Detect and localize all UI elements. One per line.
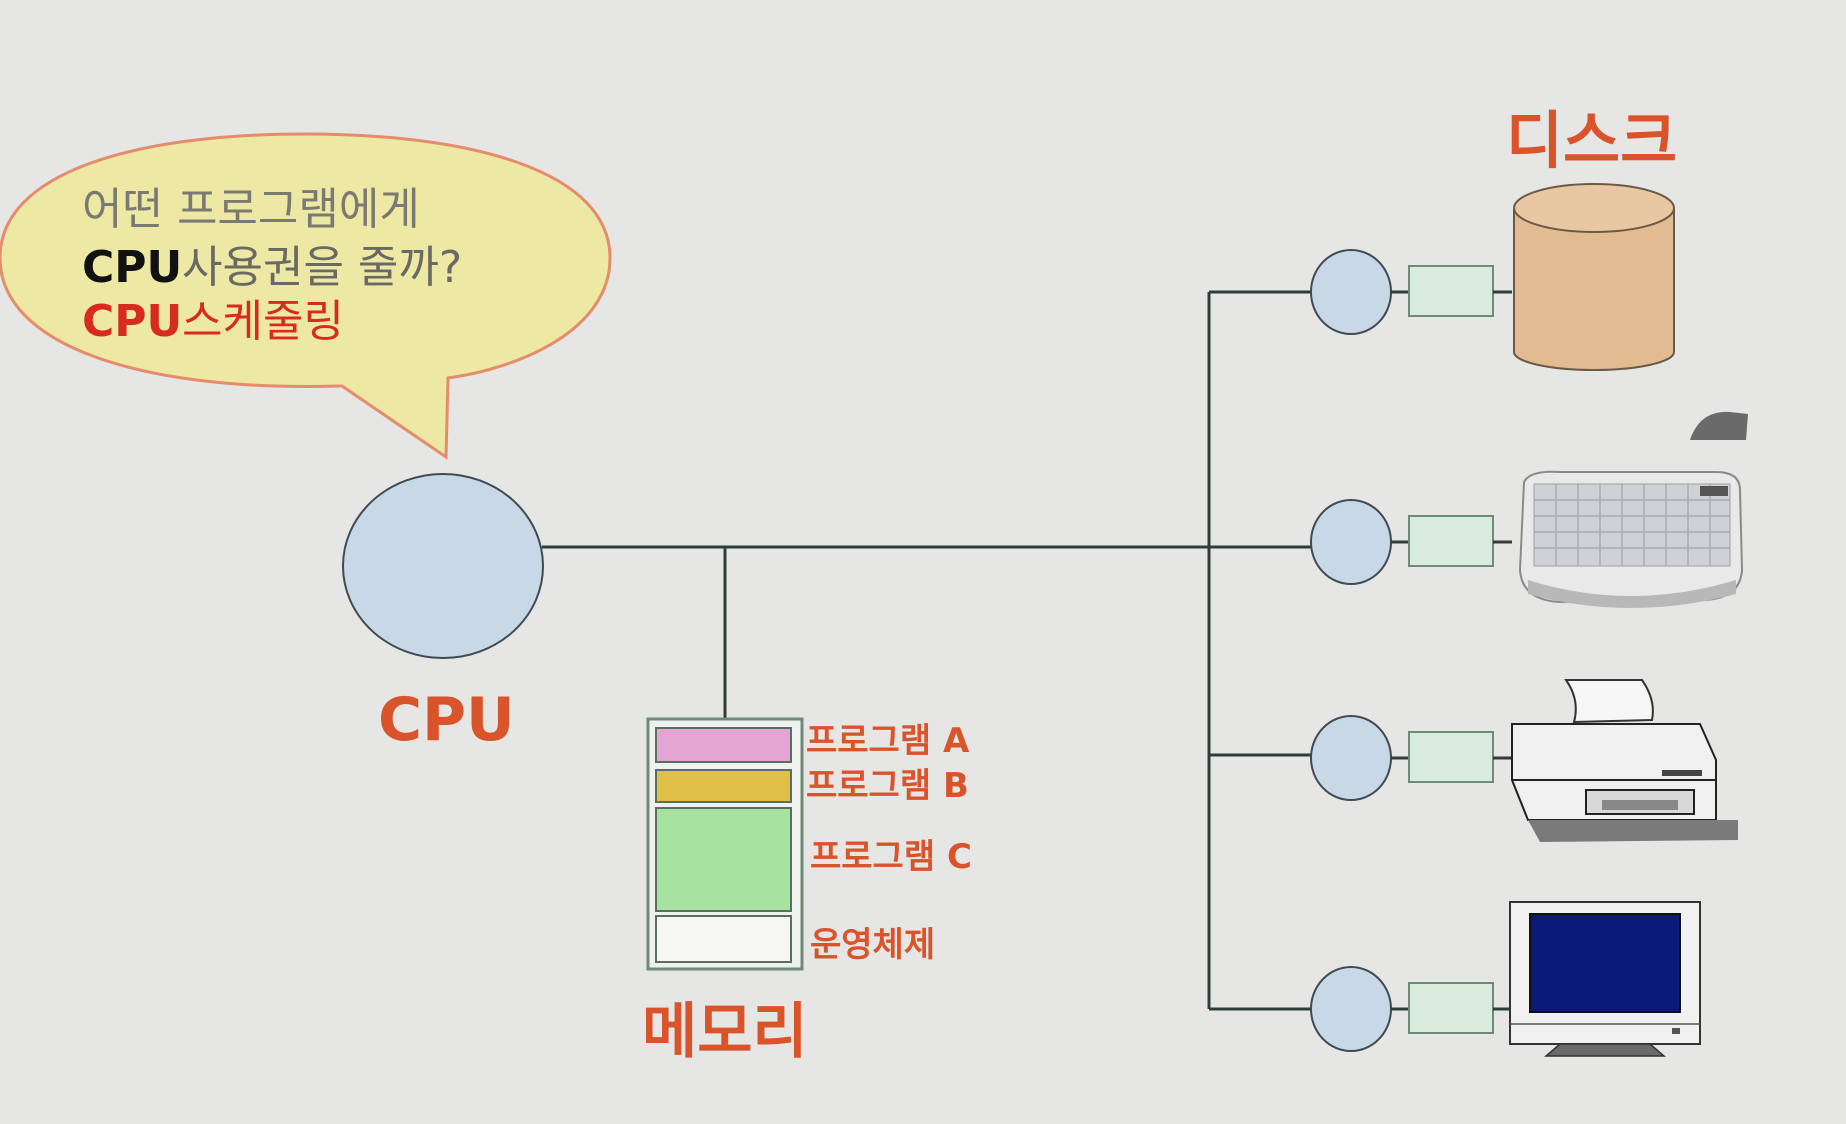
printer-controller <box>1408 731 1494 783</box>
bubble-line-2-cpu: CPU <box>82 242 182 293</box>
memory-label-program-c: 프로그램 C <box>810 837 972 877</box>
device-node-keyboard <box>1310 499 1512 585</box>
memory-label-os: 운영체제 <box>810 925 935 965</box>
memory-segment-os <box>655 915 792 963</box>
keyboard-icon <box>1518 411 1748 608</box>
device-node-printer <box>1310 715 1512 801</box>
memory-title: 메모리 <box>642 997 808 1067</box>
system-bus <box>542 290 1311 1011</box>
speech-bubble: 어떤 프로그램에게 CPU 사용권을 줄까? CPU 스케줄링 <box>0 132 612 460</box>
disk-icon: 디스크 <box>1506 104 1677 371</box>
memory-label-program-b: 프로그램 B <box>806 766 969 806</box>
bubble-line-2-rest: 사용권을 줄까? <box>182 242 462 293</box>
monitor-icon <box>1509 901 1701 1057</box>
memory-segment-program-c <box>655 807 792 912</box>
cpu-label: CPU <box>378 685 515 755</box>
memory-block: 프로그램 A 프로그램 B 프로그램 C 운영체제 메모리 <box>642 717 972 1067</box>
device-node-disk <box>1310 249 1512 335</box>
disk-controller <box>1408 265 1494 317</box>
monitor-controller <box>1408 982 1494 1034</box>
printer-icon <box>1511 679 1738 842</box>
keyboard-controller <box>1408 515 1494 567</box>
memory-segment-program-a <box>655 727 792 763</box>
device-node-monitor <box>1310 966 1512 1052</box>
bubble-line-1: 어떤 프로그램에게 <box>82 184 420 235</box>
memory-segment-program-b <box>655 769 792 803</box>
bubble-line-3-rest: 스케줄링 <box>182 296 344 347</box>
disk-label: 디스크 <box>1506 104 1677 177</box>
memory-label-program-a: 프로그램 A <box>806 721 970 761</box>
cpu-node: CPU <box>342 473 544 755</box>
bubble-line-3-cpu: CPU <box>82 296 182 347</box>
